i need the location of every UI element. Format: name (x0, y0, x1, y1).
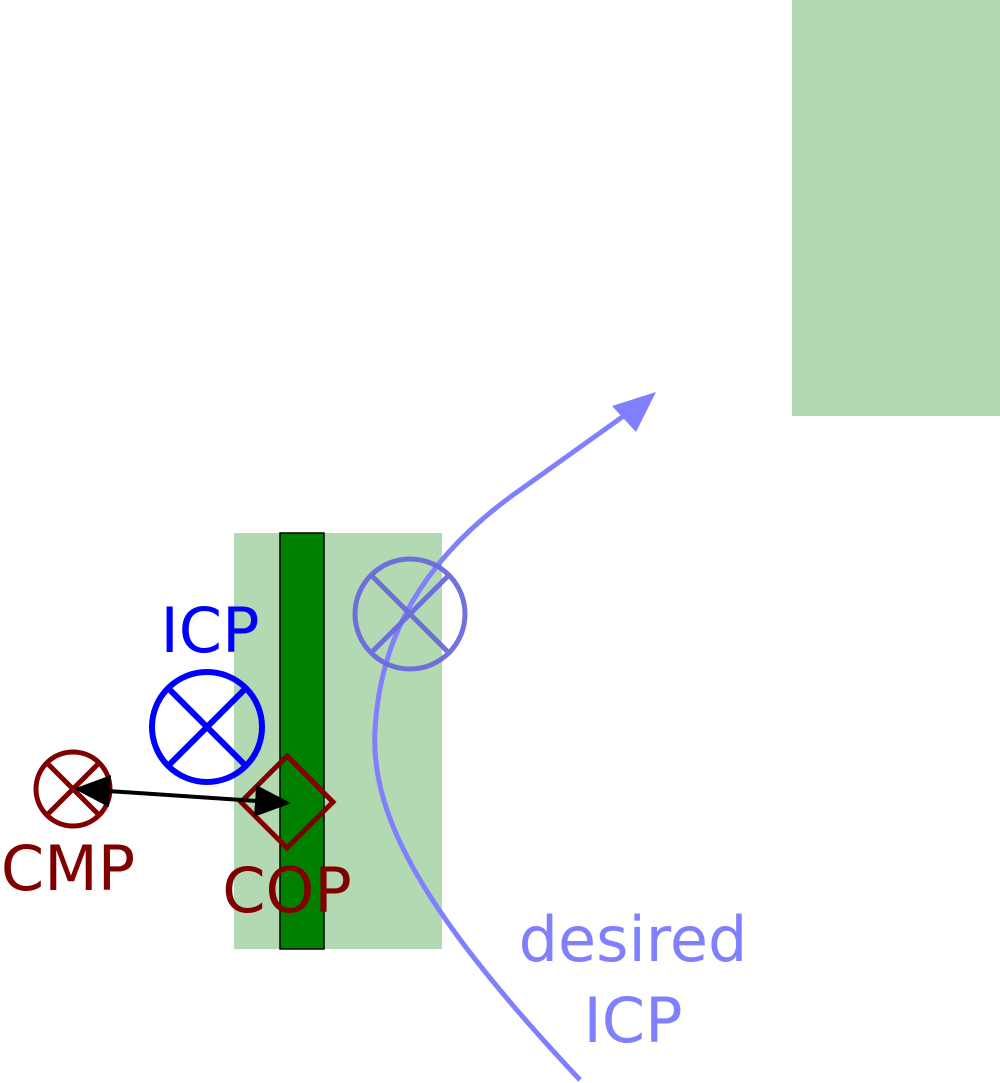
next-foot-region (792, 0, 1000, 416)
cmp-cop-arrow (74, 775, 291, 817)
desired-icp-arrowhead (612, 392, 656, 432)
desired-icp-label-line2: ICP (584, 984, 683, 1057)
icp-label: ICP (161, 594, 260, 667)
desired-icp-label-line1: desired (519, 903, 748, 976)
support-foot-region (234, 533, 442, 949)
cop-label: COP (222, 854, 351, 927)
contact-bar (279, 532, 325, 950)
cmp-label: CMP (1, 832, 135, 905)
desired-icp-marker-icon (352, 556, 468, 672)
desired-icp-trajectory (372, 407, 634, 1082)
